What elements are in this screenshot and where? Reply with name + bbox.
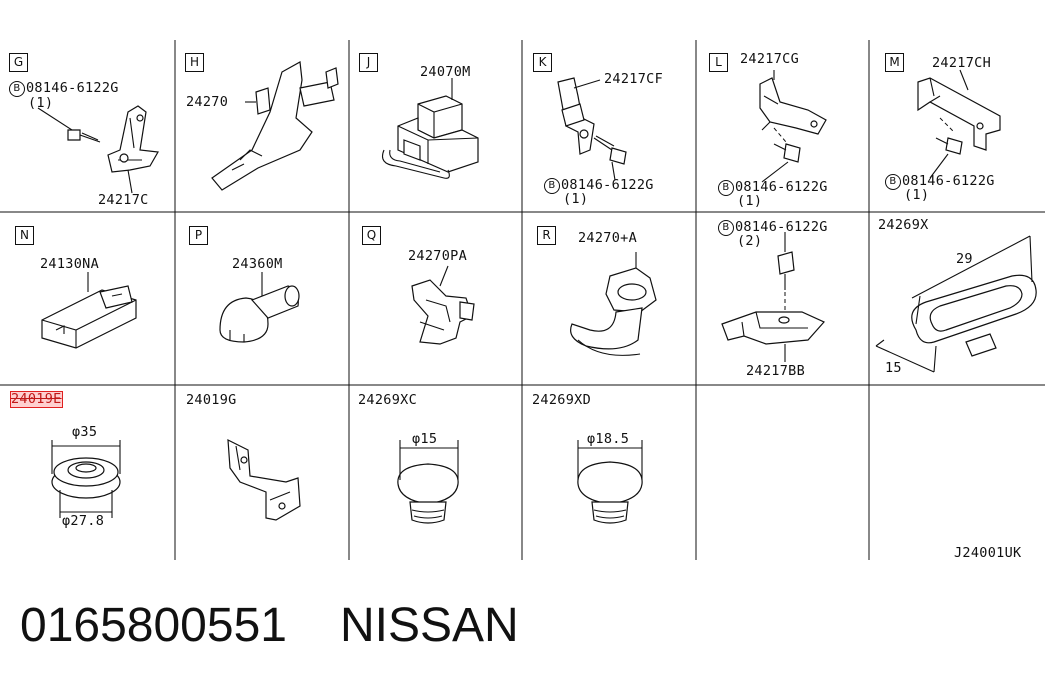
cell-letter-P: P	[189, 226, 208, 245]
part-24360M-drawing	[219, 272, 300, 343]
part-label-24130NA: 24130NA	[40, 256, 99, 272]
part-label-24360M: 24360M	[232, 256, 283, 272]
part-24019E-drawing	[51, 440, 121, 518]
qty-label-G: (1)	[28, 95, 54, 111]
part-24070M-drawing	[381, 78, 479, 179]
bolt-number: 08146-6122G	[902, 173, 995, 189]
part-24019G-drawing	[227, 438, 301, 521]
part-label-24270PA: 24270PA	[408, 248, 467, 264]
bolt-circle-b-icon: B	[9, 81, 25, 97]
dim-width-label: 15	[885, 360, 902, 376]
part-label-24217CF: 24217CF	[604, 71, 663, 87]
part-24270A-drawing	[570, 252, 657, 356]
dim-inner-label: φ27.8	[62, 513, 105, 529]
qty-label-M: (1)	[904, 187, 930, 203]
bolt-circle-b-icon: B	[718, 180, 734, 196]
cell-letter-Q: Q	[362, 226, 381, 245]
dim-length-label: 29	[956, 251, 973, 267]
part-label-24217CG: 24217CG	[740, 51, 799, 67]
part-label-24217BB: 24217BB	[746, 363, 805, 379]
dim-phi15-label: φ15	[412, 431, 438, 447]
part-label-24019G: 24019G	[186, 392, 237, 408]
part-24130NA-drawing	[41, 272, 137, 349]
part-24269XC-drawing	[397, 440, 459, 524]
footer-part-number: 0165800551	[20, 599, 287, 652]
part-24217BB-drawing	[721, 232, 825, 362]
bolt-circle-b-icon: B	[544, 178, 560, 194]
part-label-24269X: 24269X	[878, 217, 929, 233]
part-label-24270A: 24270+A	[578, 230, 637, 246]
part-label-24217CH: 24217CH	[932, 55, 991, 71]
part-label-24269XC: 24269XC	[358, 392, 417, 408]
part-label-24070M: 24070M	[420, 64, 471, 80]
part-24269X-drawing	[875, 235, 1037, 373]
qty-label-S: (2)	[737, 233, 763, 249]
part-label-24270: 24270	[186, 94, 229, 110]
part-label-24269XD: 24269XD	[532, 392, 591, 408]
bolt-number: 08146-6122G	[735, 219, 828, 235]
part-24270-drawing	[211, 61, 339, 191]
footer-brand: NISSAN	[340, 599, 519, 652]
bolt-circle-b-icon: B	[885, 174, 901, 190]
cell-letter-J: J	[359, 53, 378, 72]
dim-phi18.5-label: φ18.5	[587, 431, 630, 447]
part-24217CF-drawing	[557, 77, 627, 181]
qty-label-L: (1)	[737, 193, 763, 209]
part-24270PA-drawing	[411, 265, 475, 345]
bolt-number: 08146-6122G	[735, 179, 828, 195]
part-label-24019E-highlighted: 24019E	[10, 391, 63, 408]
part-24217C-drawing	[37, 105, 159, 194]
cell-letter-L: L	[709, 53, 728, 72]
cell-letter-R: R	[537, 226, 556, 245]
bolt-number: 08146-6122G	[26, 80, 119, 96]
part-label-24217C: 24217C	[98, 192, 149, 208]
qty-label-K: (1)	[563, 191, 589, 207]
dim-outer-label: φ35	[72, 424, 98, 440]
cell-letter-N: N	[15, 226, 34, 245]
part-24217CG-drawing	[759, 70, 827, 183]
grid-lines	[0, 40, 1045, 560]
diagram-code: J24001UK	[954, 545, 1022, 561]
bolt-circle-b-icon: B	[718, 220, 734, 236]
cell-letter-G: G	[9, 53, 28, 72]
part-24269XD-drawing	[577, 440, 643, 524]
bolt-number: 08146-6122G	[561, 177, 654, 193]
cell-letter-K: K	[533, 53, 552, 72]
cell-letter-H: H	[185, 53, 204, 72]
part-24217CH-drawing	[917, 69, 1001, 179]
cell-letter-M: M	[885, 53, 904, 72]
